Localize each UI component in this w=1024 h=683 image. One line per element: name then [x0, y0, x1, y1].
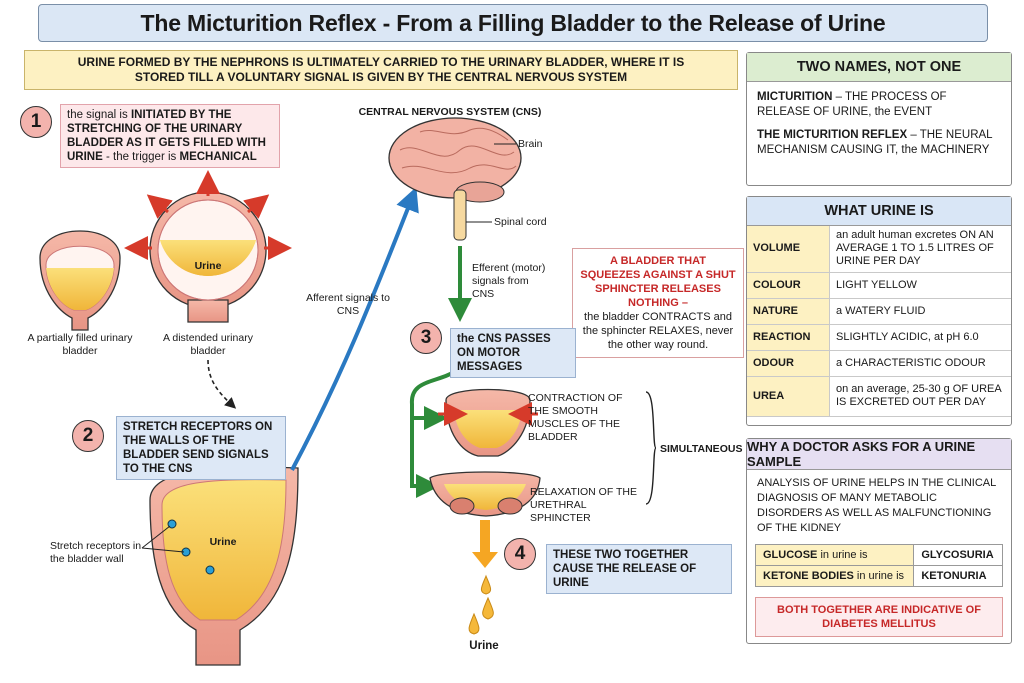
urine-value: LIGHT YELLOW: [829, 272, 1011, 299]
step-1-b: INITIATED BY THE STRETCHING OF THE URINA…: [67, 109, 266, 163]
names-panel: TWO NAMES, NOT ONE MICTURITION – THE PRO…: [746, 52, 1012, 186]
label-efferent: Efferent (motor) signals from CNS: [472, 262, 546, 300]
urine-value: a CHARACTERISTIC ODOUR: [829, 350, 1011, 377]
intro-banner: URINE FORMED BY THE NEPHRONS IS ULTIMATE…: [24, 50, 738, 90]
urine-heading: WHAT URINE IS: [747, 197, 1011, 226]
names-body: MICTURITION – THE PROCESS OF RELEASE OF …: [747, 82, 1011, 166]
urine-key: REACTION: [747, 324, 830, 351]
label-urine-receptor: Urine: [209, 536, 237, 548]
doctor-heading: WHY A DOCTOR ASKS FOR A URINE SAMPLE: [747, 439, 1011, 470]
release-arrow: [472, 520, 498, 568]
glucose-mid: in urine is: [817, 549, 868, 561]
glucose-cell: GLUCOSE in urine is: [754, 544, 915, 566]
sphincter: [429, 471, 541, 517]
afferent-arrow: [290, 186, 419, 471]
names-heading: TWO NAMES, NOT ONE: [747, 53, 1011, 82]
label-relaxation: RELAXATION OF THE URETHRAL SPHINCTER: [530, 486, 637, 524]
step-1-badge: 1: [20, 106, 52, 138]
glycosuria-cell: GLYCOSURIA: [913, 544, 1003, 566]
label-receptors: Stretch receptors in the bladder wall: [50, 540, 142, 565]
step-2-note: STRETCH RECEPTORS ON THE WALLS OF THE BL…: [116, 416, 286, 480]
partial-bladder: [39, 230, 121, 331]
urine-key: UREA: [747, 376, 830, 417]
urine-key: COLOUR: [747, 272, 830, 299]
urine-value: SLIGHTLY ACIDIC, at pH 6.0: [829, 324, 1011, 351]
label-distended: A distended urinary bladder: [163, 332, 253, 357]
names-item-2: THE MICTURITION REFLEX – THE NEURAL MECH…: [757, 128, 1001, 158]
table-row: GLUCOSE in urine is GLYCOSURIA: [754, 544, 1003, 566]
doctor-table: GLUCOSE in urine is GLYCOSURIA KETONE BO…: [754, 544, 1003, 587]
step-3-note: the CNS PASSES ON MOTOR MESSAGES: [450, 328, 576, 378]
ketone-mid: in urine is: [853, 570, 905, 582]
receptor-pointers: [141, 525, 185, 553]
urine-key: NATURE: [747, 298, 830, 325]
doctor-panel: WHY A DOCTOR ASKS FOR A URINE SAMPLE ANA…: [746, 438, 1012, 644]
glucose-term: GLUCOSE: [763, 549, 818, 561]
simultaneous-bracket: [645, 391, 657, 505]
step-4-note: THESE TWO TOGETHER CAUSE THE RELEASE OF …: [546, 544, 732, 594]
doctor-text: ANALYSIS OF URINE HELPS IN THE CLINICAL …: [757, 477, 996, 534]
label-simultaneous: SIMULTANEOUS: [660, 443, 743, 455]
step-1-a: the signal is: [67, 109, 131, 121]
label-urine-distended: Urine: [194, 260, 222, 272]
step-1-note: the signal is INITIATED BY THE STRETCHIN…: [60, 104, 280, 168]
names-desc-2: – THE NEURAL MECHANISM CAUSING IT, the M…: [757, 129, 993, 156]
names-term-1: MICTURITION: [757, 91, 833, 103]
intro-text: URINE FORMED BY THE NEPHRONS IS ULTIMATE…: [77, 55, 685, 84]
table-row: KETONE BODIES in urine is KETONURIA: [754, 565, 1003, 587]
contracting-bladder: [438, 388, 538, 457]
label-partial: A partially filled urinary bladder: [27, 332, 133, 357]
brain-pointers: [466, 143, 516, 223]
label-contraction: CONTRACTION OF THE SMOOTH MUSCLES OF THE…: [528, 392, 623, 443]
label-urine-bottom: Urine: [469, 640, 499, 652]
urine-droplets: [468, 574, 494, 635]
urine-value: on an average, 25-30 g OF UREA IS EXCRET…: [829, 376, 1011, 417]
ketonuria-cell: KETONURIA: [913, 565, 1003, 587]
dashed-arrow: [207, 359, 237, 409]
diabetes-note: BOTH TOGETHER ARE INDICATIVE OF DIABETES…: [755, 597, 1003, 637]
step-1-d: MECHANICAL: [179, 151, 257, 163]
warning-red: A BLADDER THAT SQUEEZES AGAINST A SHUT S…: [580, 255, 736, 309]
urine-key: VOLUME: [747, 226, 830, 273]
step-2-badge: 2: [72, 420, 104, 452]
brain-illustration: [388, 117, 522, 241]
urine-key: ODOUR: [747, 350, 830, 377]
names-desc-1: – THE PROCESS OF RELEASE OF URINE, the E…: [757, 91, 947, 118]
urine-value: an adult human excretes ON AN AVERAGE 1 …: [829, 226, 1011, 273]
ketone-term: KETONE BODIES: [763, 570, 854, 582]
names-term-2: THE MICTURITION REFLEX: [757, 129, 908, 141]
ketone-cell: KETONE BODIES in urine is: [754, 565, 915, 587]
label-afferent: Afferent signals to CNS: [306, 292, 390, 317]
urine-value: a WATERY FLUID: [829, 298, 1011, 325]
label-brain: Brain: [518, 138, 543, 150]
step-1-c: - the trigger is: [102, 151, 180, 163]
page-title: The Micturition Reflex - From a Filling …: [38, 4, 988, 42]
step-3-badge: 3: [410, 322, 442, 354]
warning-box: A BLADDER THAT SQUEEZES AGAINST A SHUT S…: [572, 248, 744, 358]
label-cns: CENTRAL NERVOUS SYSTEM (CNS): [358, 106, 542, 118]
receptor-bladder: [149, 466, 299, 666]
names-item-1: MICTURITION – THE PROCESS OF RELEASE OF …: [757, 90, 1001, 120]
label-spinal: Spinal cord: [494, 216, 547, 228]
warning-body: the bladder CONTRACTS and the sphincter …: [582, 311, 734, 351]
step-4-badge: 4: [504, 538, 536, 570]
stretch-arrows: [124, 170, 292, 260]
efferent-branch-2: [410, 404, 440, 498]
